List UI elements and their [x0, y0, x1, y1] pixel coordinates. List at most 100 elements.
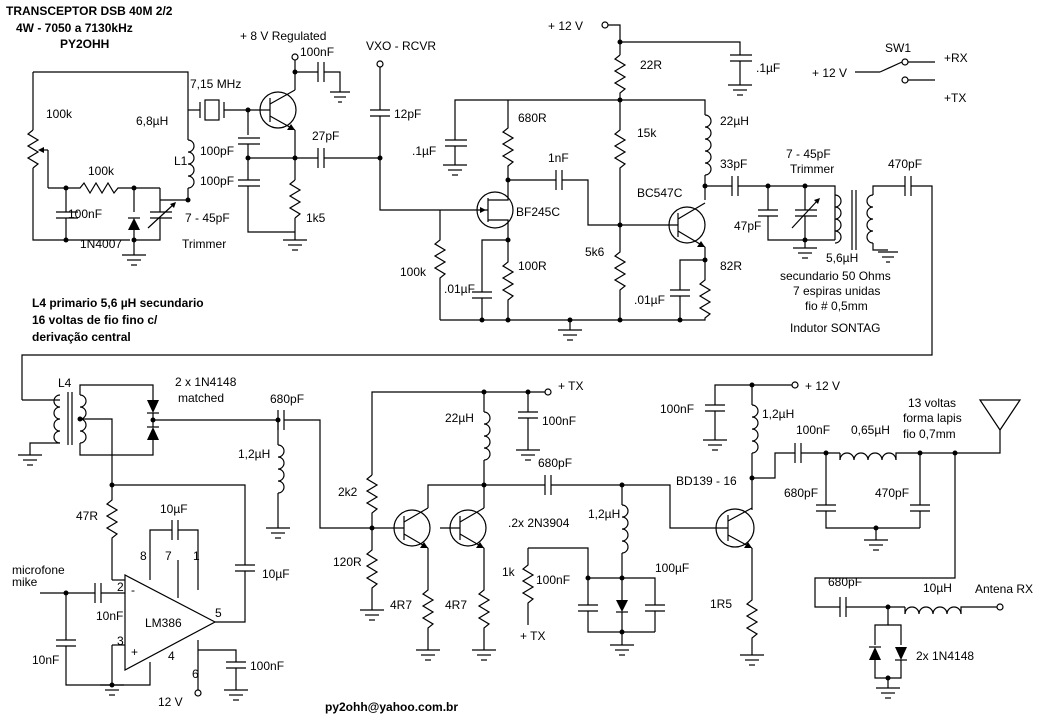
sw1-section	[855, 58, 935, 84]
value-bc547: BC547C	[637, 186, 683, 200]
label-tx-bottom: + TX	[520, 629, 545, 643]
note-l4-line2: 16 voltas de fio fino c/	[32, 313, 158, 327]
transistor-q1	[259, 91, 297, 129]
value-c12pf: 12pF	[394, 107, 421, 121]
value-l10u: 10µH	[923, 581, 952, 595]
note-l4-line1: L4 primario 5,6 µH secundario	[32, 296, 204, 310]
audio-section: -+	[18, 384, 372, 701]
label-sw1: SW1	[885, 41, 911, 55]
value-r1r5: 1R5	[710, 597, 732, 611]
value-c100nf-b: 100nF	[300, 45, 334, 59]
resistor-1r5	[745, 548, 759, 655]
pot-100k-symbol	[26, 129, 40, 169]
label-12v-top: + 12 V	[548, 19, 583, 33]
coil-22uh-rx	[704, 114, 712, 176]
label-12v-pa: + 12 V	[805, 379, 840, 393]
value-l1: L1	[174, 154, 188, 168]
pa-section	[703, 381, 1022, 699]
transformer-sontag	[834, 194, 842, 244]
resistor-15k	[613, 100, 627, 225]
resistor-680r	[501, 100, 515, 185]
value-r82r: 82R	[720, 259, 742, 273]
lm386-opamp	[124, 574, 217, 671]
value-c680pf-d: 680pF	[828, 575, 862, 589]
value-2n3904: .2x 2N3904	[508, 516, 570, 530]
value-r1k5: 1k5	[306, 211, 326, 225]
note-l4-line3: derivação central	[32, 330, 131, 344]
note-fio: fio # 0,5mm	[805, 299, 868, 313]
value-c001uf-a: .01µF	[444, 282, 475, 296]
resistor-82r	[698, 260, 712, 321]
value-1n4007: 1N4007	[80, 237, 122, 251]
rx-mixer-section	[21, 21, 933, 400]
note-fio-07: fio 0,7mm	[903, 427, 956, 441]
value-c01uf-b: .1µF	[756, 61, 780, 75]
value-c100nf-e: 100nF	[536, 573, 570, 587]
coil-1u2-c	[751, 404, 759, 454]
value-r4r7-b: 4R7	[445, 598, 467, 612]
resistor-4r7-a	[421, 548, 435, 650]
value-c100nf-a: 100nF	[68, 207, 102, 221]
label-pin1: 1	[193, 549, 200, 563]
label-8v-regulated: + 8 V Regulated	[240, 29, 326, 43]
title-line3: PY2OHH	[60, 37, 109, 51]
value-l22uh-b: 22µH	[445, 411, 474, 425]
value-c001uf-b: .01µF	[634, 293, 665, 307]
value-c100nf-d: 100nF	[542, 414, 576, 428]
note-sontag: Indutor SONTAG	[790, 321, 880, 335]
note-espiras: 7 espiras unidas	[793, 284, 880, 298]
resistor-22r	[613, 54, 627, 100]
value-r100k-pot: 100k	[46, 107, 73, 121]
resistor-100k-gate	[433, 210, 447, 320]
svg-text:+: +	[131, 645, 138, 659]
value-crystal: 7,15 MHz	[190, 77, 241, 91]
label-trimmer-1: Trimmer	[182, 237, 226, 251]
label-pin4: 4	[168, 649, 175, 663]
value-l4: L4	[58, 376, 72, 390]
label-tx-bias: + TX	[558, 379, 583, 393]
value-c100nf-g: 100nF	[796, 423, 830, 437]
value-l1u2-a: 1,2µH	[238, 447, 270, 461]
svg-text:-: -	[131, 583, 135, 597]
value-trimmer-b: 7 - 45pF	[786, 147, 831, 161]
coil-10uh	[904, 606, 962, 615]
value-r5k6: 5k6	[585, 245, 605, 259]
value-l1u2-b: 1,2µH	[588, 507, 620, 521]
label-pin5: 5	[215, 606, 222, 620]
value-c10uf-a: 10µF	[160, 502, 188, 516]
value-r2k2: 2k2	[338, 485, 358, 499]
resistor-1k	[521, 548, 535, 625]
value-c100uf: 100µF	[655, 561, 689, 575]
value-c27pf: 27pF	[312, 129, 339, 143]
labels-group: + 8 V Regulated VXO - RCVR + 12 V + 12 V…	[12, 19, 1033, 714]
title-line2: 4W - 7050 a 7130kHz	[16, 21, 133, 35]
note-forma-lapis: forma lapis	[903, 411, 962, 425]
value-l22uh-a: 22µH	[720, 114, 749, 128]
resistor-100k	[48, 181, 160, 195]
value-c680pf-a: 680pF	[270, 392, 304, 406]
title-line1: TRANSCEPTOR DSB 40M 2/2	[6, 4, 173, 18]
value-c33pf: 33pF	[720, 157, 747, 171]
value-r47r: 47R	[76, 509, 98, 523]
label-12v-lm386: 12 V	[158, 695, 183, 709]
label-mike: mike	[12, 575, 38, 589]
value-c680pf-b: 680pF	[538, 456, 572, 470]
value-l6u8: 6,8µH	[136, 114, 168, 128]
value-r4r7-a: 4R7	[390, 598, 412, 612]
coil-1u2-a	[277, 444, 285, 494]
vxo-section	[26, 53, 470, 266]
value-bf245: BF245C	[516, 205, 560, 219]
value-l065: 0,65µH	[851, 423, 890, 437]
label-trimmer-2: Trimmer	[790, 162, 834, 176]
resistor-120r	[365, 528, 379, 610]
resistor-1k5	[288, 179, 302, 219]
tx-driver-section	[360, 388, 728, 661]
value-lm386: LM386	[145, 616, 182, 630]
label-pin2: 2	[117, 580, 124, 594]
transistor-bd139	[715, 508, 755, 548]
label-rx-out: +RX	[944, 51, 968, 65]
value-c470pf-b: 470pF	[875, 486, 909, 500]
label-pin6: 6	[192, 667, 199, 681]
value-c10uf-b: 10µF	[262, 567, 290, 581]
